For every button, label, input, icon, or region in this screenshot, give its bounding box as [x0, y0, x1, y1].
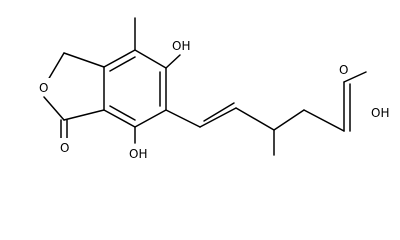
- lactone-ring: [43, 52, 105, 139]
- bond-chain-5: [303, 109, 345, 132]
- bond-ring-c2-c3: [134, 49, 167, 69]
- bond-ch2: [63, 52, 105, 68]
- atom-oh-bottom: OH: [129, 147, 147, 161]
- benzene-ring: [103, 49, 167, 128]
- structure-canvas: O O OH OH O OH: [36, 17, 396, 161]
- bond-ring-c1-c2: [103, 49, 136, 68]
- bond-chain-2: [199, 107, 237, 128]
- bond-oh-top: [165, 54, 181, 69]
- bond-ring-c5-c6-inner: [109, 105, 136, 121]
- bond-o-carbonyl-c: [43, 96, 65, 121]
- bond-carbonyl-ring: [63, 109, 105, 121]
- bond-ch2-o: [47, 52, 65, 81]
- atom-o-carbonyl: O: [60, 141, 69, 155]
- bond-chain-1: [165, 109, 201, 128]
- bond-ring-c4-c5: [134, 109, 167, 128]
- atom-oh-acid: OH: [371, 106, 389, 120]
- side-chain: [165, 71, 367, 156]
- bond-ring-c1-c2-inner: [109, 56, 136, 72]
- atom-o-ring: O: [39, 81, 48, 95]
- bond-ring-c5-c6: [103, 109, 136, 128]
- bond-chain-2-double: [203, 102, 235, 122]
- atom-labels: O O OH OH O OH: [36, 36, 396, 161]
- atom-oh-top: OH: [172, 39, 190, 53]
- bond-acid-oh: [343, 71, 367, 83]
- bond-chain-4: [273, 109, 305, 131]
- molecule-drawing: O O OH OH O OH: [36, 17, 396, 161]
- bond-chain-3: [235, 107, 275, 131]
- atom-o-acid: O: [339, 63, 348, 77]
